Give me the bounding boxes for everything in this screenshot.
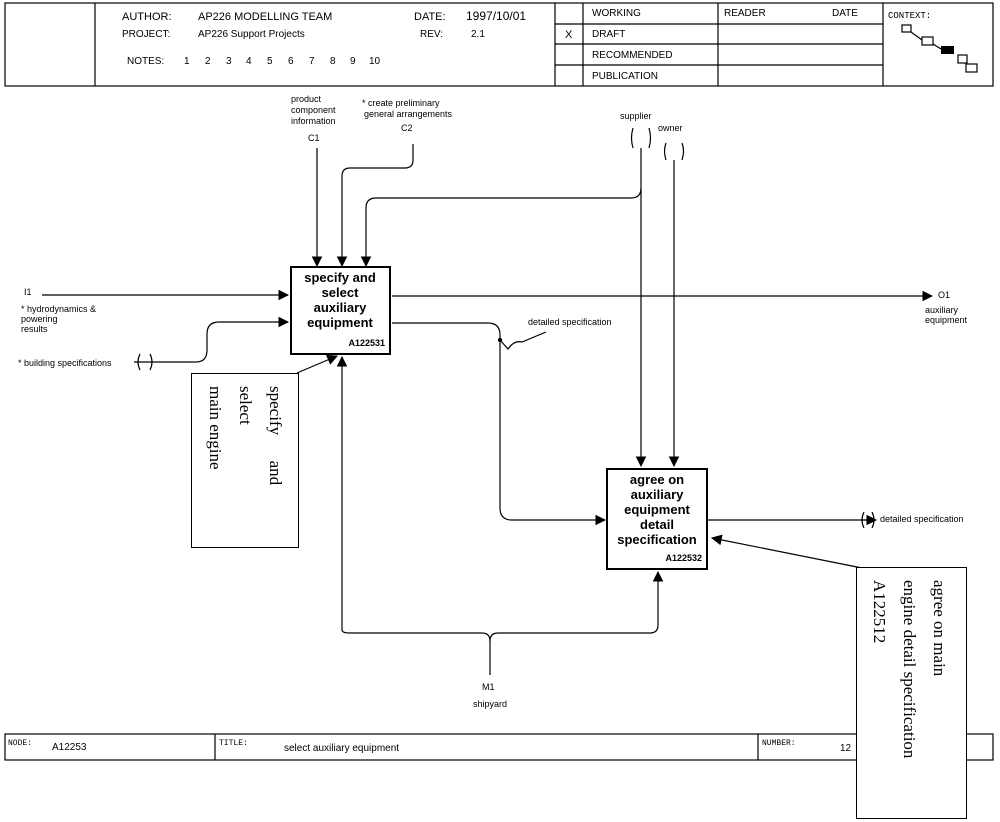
note-number: 3 [226,56,232,67]
number-value: 12 [840,743,852,754]
note-overlay-agree: agree on main engine detail specificatio… [856,567,967,819]
title-label: TITLE: [219,739,248,748]
detailed-spec-out-label: detailed specification [880,514,964,524]
c1-code: C1 [308,133,320,143]
project-value: AP226 Support Projects [198,29,305,40]
footer-frame [4,733,994,761]
note1-pointer [296,354,338,374]
project-label: PROJECT: [122,29,170,40]
context-map [901,24,978,73]
rev-value: 2.1 [471,29,485,40]
notes-numbers: 1 2 3 4 5 6 7 8 9 10 [184,56,381,67]
supplier-tunnel [630,127,634,149]
box2-line: detail [640,517,674,532]
note-specify-text: specify and select main engine [206,386,285,486]
author-label: AUTHOR: [122,11,172,23]
status-draft: DRAFT [592,29,625,40]
note-number: 4 [246,56,252,67]
reader-date-label: DATE [832,8,858,19]
note-number: 9 [350,56,356,67]
building-spec-tunnel [149,353,153,371]
note-number: 5 [267,56,273,67]
c1-label-line: component [291,105,336,115]
title-value: select auxiliary equipment [284,743,399,754]
o1-label-line: auxiliary [925,305,959,315]
arrow-building-spec [134,316,290,363]
note-number: 8 [330,56,336,67]
note-number: 1 [184,56,190,67]
box2-line: auxiliary [631,487,685,502]
i1-label-line: results [21,324,48,334]
box1-id: A122531 [348,338,385,348]
context-label: CONTEXT: [888,11,931,21]
box1-line: select [322,285,360,300]
box2-line: equipment [624,502,690,517]
detailed-spec-tunnel [861,511,865,529]
note-overlay-specify: specify and select main engine [191,373,299,548]
arrows [42,127,934,675]
status-publication: PUBLICATION [592,71,658,82]
date-value: 1997/10/01 [466,9,526,23]
activity-box-1[interactable]: specify and select auxiliary equipment A… [290,266,391,355]
note-number: 7 [309,56,315,67]
detailed-spec-squiggle [499,331,547,350]
box1-line: auxiliary [314,300,368,315]
o1-label-line: equipment [925,315,968,325]
notes-label: NOTES: [127,56,164,67]
arrow-supplier-branch [360,187,642,268]
c2-code: C2 [401,123,413,133]
supplier-label: supplier [620,111,652,121]
box2-line: specification [617,532,697,547]
i1-code: I1 [24,287,32,297]
owner-tunnel [681,142,685,161]
note-number: 2 [205,56,211,67]
date-label: DATE: [414,11,446,23]
owner-label: owner [658,123,683,133]
status-recommended: RECOMMENDED [592,50,673,61]
box2-line: agree on [630,472,684,487]
node-value: A12253 [52,742,87,753]
note-number: 10 [369,56,381,67]
shipyard-label: shipyard [473,699,507,709]
activity-box-2[interactable]: agree on auxiliary equipment detail spec… [606,468,708,570]
m1-code: M1 [482,682,495,692]
owner-tunnel [663,142,667,161]
reader-label: READER [724,8,766,19]
rev-label: REV: [420,29,443,40]
note-number: 6 [288,56,294,67]
box1-line: specify and [304,270,376,285]
status-working: WORKING [592,8,641,19]
node-label: NODE: [8,739,32,748]
note2-pointer [710,534,863,569]
supplier-tunnel [648,127,652,149]
arrow-m1-box2 [489,570,664,642]
detailed-spec-mid-label: detailed specification [528,317,612,327]
note-agree-text: agree on main engine detail specificatio… [870,580,949,759]
building-spec-tunnel [137,353,141,371]
arrow-m1-trunk [341,629,491,675]
c1-label-line: product [291,94,322,104]
building-spec-label: * building specifications [18,358,112,368]
arrow-detailed-spec-mid [392,322,607,526]
status-mark: X [565,29,573,41]
i1-label-line: powering [21,314,58,324]
box2-id: A122532 [665,553,702,563]
o1-code: O1 [938,290,950,300]
c1-label-line: information [291,116,336,126]
i1-label-line: * hydrodynamics & [21,304,96,314]
box1-line: equipment [307,315,373,330]
arrow-c2 [336,144,414,268]
header-frame [4,2,994,87]
c2-label-line: general arrangements [364,109,453,119]
number-label: NUMBER: [762,739,796,748]
c2-label-line: * create preliminary [362,98,440,108]
author-value: AP226 MODELLING TEAM [198,11,332,23]
